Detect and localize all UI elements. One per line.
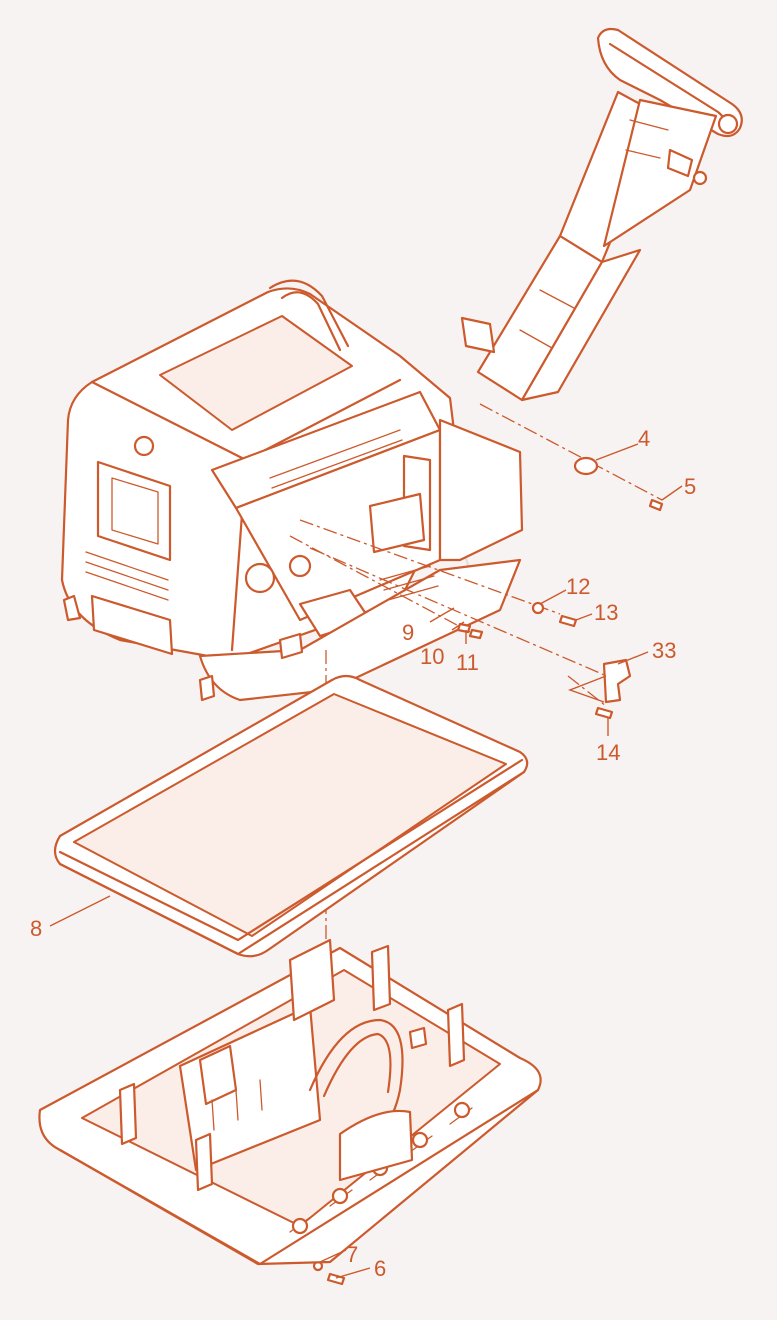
part-13-screw bbox=[558, 614, 578, 628]
callout-13: 13 bbox=[594, 600, 618, 625]
callout-5: 5 bbox=[684, 474, 696, 499]
guide-handle bbox=[460, 27, 743, 402]
callout-10: 10 bbox=[420, 644, 444, 669]
part-10-washer bbox=[456, 622, 472, 634]
engine-housing bbox=[60, 279, 524, 702]
callout-12: 12 bbox=[566, 574, 590, 599]
part-4-cap bbox=[573, 456, 599, 476]
callout-6: 6 bbox=[374, 1256, 386, 1281]
callout-labels: 4 5 12 13 9 10 11 33 14 8 7 6 bbox=[30, 426, 696, 1281]
part-11-screw bbox=[468, 628, 484, 640]
part-5-screw bbox=[648, 498, 664, 512]
callout-11: 11 bbox=[456, 650, 479, 675]
part-14-screw bbox=[594, 706, 614, 720]
part-6-screw bbox=[326, 1272, 346, 1286]
hardware-parts bbox=[312, 456, 664, 1286]
base-plate bbox=[38, 938, 542, 1266]
callout-8: 8 bbox=[30, 916, 42, 941]
callout-4: 4 bbox=[638, 426, 650, 451]
callout-33: 33 bbox=[652, 638, 676, 663]
callout-14: 14 bbox=[596, 740, 620, 765]
leader-lines bbox=[49, 443, 683, 1279]
seal-frame bbox=[53, 674, 529, 958]
part-12-washer bbox=[531, 601, 545, 615]
callout-9: 9 bbox=[402, 620, 414, 645]
callout-7: 7 bbox=[346, 1242, 358, 1267]
part-33-clamp bbox=[602, 658, 632, 704]
